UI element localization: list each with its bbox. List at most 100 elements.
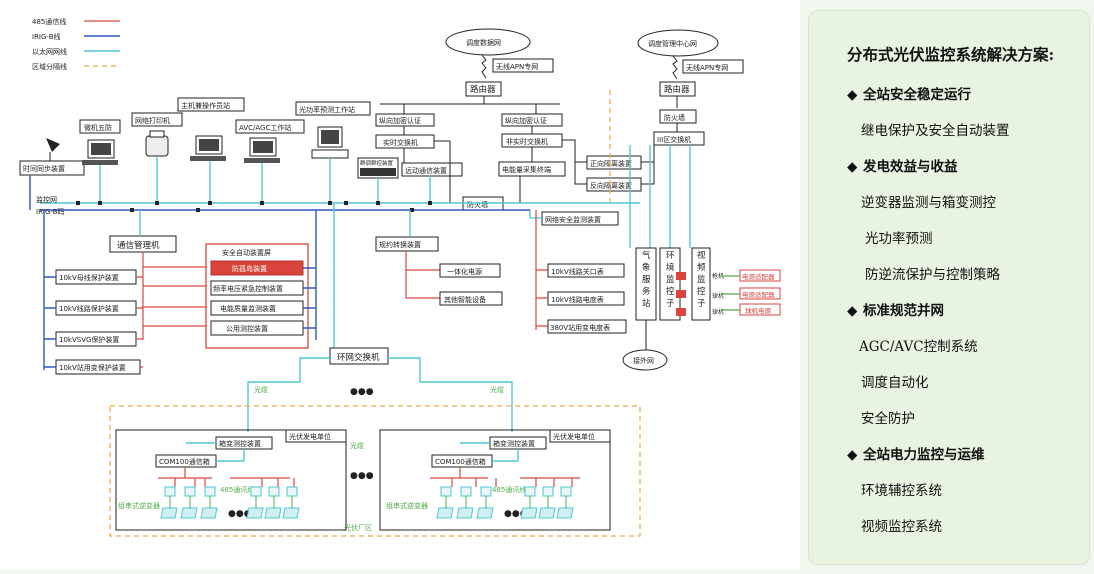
five-defense-pc: 微机五防	[79, 119, 121, 203]
realtime-switch: 实时交换机	[383, 138, 418, 147]
power-forecast-pc: 光功率预测工作站	[295, 101, 371, 203]
host-station-pc: 主机兼操作员站	[177, 97, 245, 203]
cloud-dispatch: 调度数据网	[445, 28, 531, 56]
solution-heading: ◆ 发电效益与收益	[847, 155, 958, 175]
svg-text:微机五防: 微机五防	[84, 123, 112, 132]
camera-icon	[676, 290, 686, 298]
safety-panel-title: 安全自动装置屏	[222, 248, 271, 257]
apn-left-box	[492, 58, 554, 73]
svg-text:主机兼操作员站: 主机兼操作员站	[181, 101, 230, 110]
network-security: 网络安全监测装置	[545, 215, 601, 224]
ellipsis-between: ●●●	[350, 471, 374, 481]
monitor-net: 监控网	[36, 195, 57, 204]
avc-station-pc: AVC/AGC工作站	[235, 119, 305, 203]
solution-item-text: 环境辅控系统	[861, 483, 942, 499]
apn-left: 无线APN专网	[496, 62, 538, 71]
nonrealtime-switch: 非实时交换机	[506, 137, 548, 146]
camera-icon	[676, 308, 686, 316]
solution-item-text: 调度自动化	[861, 375, 929, 391]
solution-subitem: 调度自动化	[861, 371, 929, 391]
integrated-power-box	[439, 263, 501, 278]
fiber-label: 光缆	[254, 385, 268, 394]
rs485-line-label: 485通讯线	[492, 485, 526, 494]
solar-panel-icon	[538, 507, 556, 519]
inverter-icon	[560, 486, 572, 497]
svg-text:网络打印机: 网络打印机	[135, 116, 170, 125]
solar-panel-icon	[556, 507, 574, 519]
inverter-icon	[440, 486, 452, 497]
reverse-isolation: 反向隔离装置	[590, 181, 632, 190]
meters-list: 10kV线路关口表 10kV线路电度表 380V站用变电度表	[536, 263, 627, 334]
svg-text:AVC/AGC工作站: AVC/AGC工作站	[239, 123, 291, 132]
solar-panel-icon	[160, 507, 178, 519]
firewall-right-box	[659, 109, 697, 124]
protection-item: 10kV线路保护装置	[59, 304, 119, 313]
solar-panel-icon	[264, 507, 282, 519]
dispatch-ctrl: 群调群控装置	[360, 159, 394, 167]
com100-label: COM100通信箱	[159, 457, 210, 466]
solution-title: 分布式光伏监控系统解决方案:	[847, 45, 1055, 64]
solution-subitem: AGC/AVC控制系统	[859, 335, 978, 355]
comm-manager: 通信管理机	[117, 240, 160, 251]
fiber-label: 光缆	[350, 441, 364, 450]
protection-item: 10kVSVG保护装置	[59, 335, 119, 344]
wireless-bolt-left	[481, 54, 487, 79]
meter-item: 380V站用变电度表	[550, 323, 610, 332]
inverter-icon	[480, 486, 492, 497]
pv-unit-right: 光伏发电单位 箱变测控装置 COM100通信箱 485通讯线 组串式逆变器 ●●…	[379, 429, 611, 531]
solar-panel-icon	[246, 507, 264, 519]
firewall-mid: 防火墙	[467, 200, 488, 209]
integrated-power: 一体化电源	[447, 267, 482, 276]
satellite-icon	[46, 138, 60, 152]
solution-item-text: 全站电力监控与运维	[863, 447, 985, 463]
legend-ethernet-label: 以太网网线	[32, 47, 67, 56]
legend-rs485-label: 485通信线	[32, 17, 66, 26]
safety-item: 防孤岛装置	[232, 264, 267, 273]
legend-irig-label: IRIG-B线	[32, 32, 61, 41]
solar-panel-icon	[180, 507, 198, 519]
protection-item: 10kV母线保护装置	[59, 273, 119, 282]
aux-systems: 气象服务站 环境监控子 视频监控子 枪机 球机 球机 电源适配器 电源适配器 球…	[622, 247, 781, 371]
inverter-icon	[164, 486, 176, 497]
apn-right-box	[682, 59, 744, 74]
other-devices: 其他智能设备	[444, 295, 486, 304]
forward-isolation: 正向隔离装置	[590, 159, 632, 168]
solution-heading: ◆标准规范并网	[847, 299, 944, 319]
external-net: 接外网	[633, 356, 654, 365]
legend: 485通信线 IRIG-B线 以太网网线 区域分隔线	[32, 17, 120, 71]
com100-label: COM100通信箱	[435, 457, 486, 466]
rs485-line-label: 485通讯线	[220, 485, 254, 494]
energy-terminal: 电能量采集终端	[502, 165, 551, 174]
svg-text:光功率预测工作站: 光功率预测工作站	[299, 105, 355, 114]
irig-b-code: IRIG-B码	[36, 208, 65, 216]
protection-item: 10kV站用变保护装置	[59, 363, 126, 372]
ellipsis-mid: ●●●	[350, 387, 374, 397]
pv-zone-boundary	[109, 405, 641, 537]
fiber-label: 光缆	[490, 385, 504, 394]
apn-right: 无线APN专网	[686, 63, 728, 72]
wireless-bolt-right	[672, 55, 678, 80]
auth-1-box	[375, 113, 435, 127]
inverter-icon	[286, 486, 298, 497]
time-sync: 时间同步装置	[23, 164, 65, 173]
solution-heading: ◆ 全站电力监控与运维	[847, 443, 985, 463]
diamond-bullet-icon: ◆	[847, 447, 858, 463]
diamond-bullet-icon: ◆	[847, 159, 858, 175]
ball-cam: 球机	[712, 292, 724, 300]
pv-unit-label: 光伏发电单位	[553, 432, 595, 441]
solution-subitem: 防逆流保护与控制策略	[865, 263, 1000, 283]
network-printer: 网络打印机	[131, 112, 183, 203]
solution-subitem: 安全防护	[861, 407, 915, 427]
solution-item-text: 继电保护及安全自动装置	[861, 123, 1010, 139]
solar-panel-icon	[282, 507, 300, 519]
solar-panel-icon	[476, 507, 494, 519]
string-inverter-label: 组串式逆变器	[118, 501, 160, 510]
meter-item: 10kV线路电度表	[551, 295, 604, 304]
other-devices-box	[439, 291, 503, 306]
solution-subitem: 光功率预测	[865, 227, 933, 247]
ring-switch-box	[329, 347, 389, 365]
solution-item-text: 发电效益与收益	[863, 159, 958, 175]
auth-2: 纵向加密认证	[505, 116, 547, 125]
inverter-icon	[268, 486, 280, 497]
cloud-dispatch-center: 调度管理中心网	[637, 29, 719, 57]
